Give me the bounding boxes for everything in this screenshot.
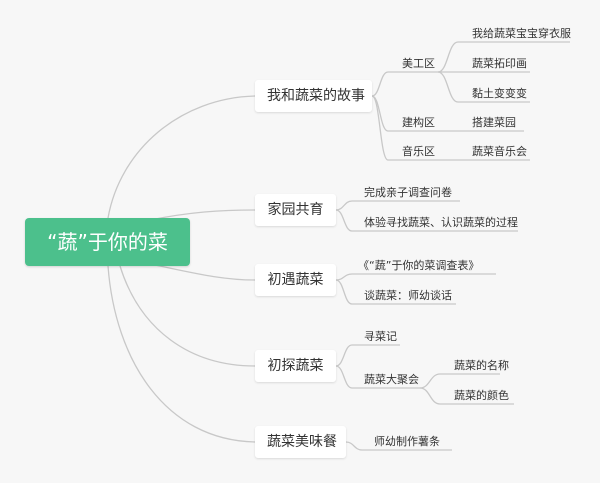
leaf-clay-change[interactable]: 黏土变变变 (472, 87, 527, 100)
link-sub4-item2 (419, 387, 514, 405)
link-b3-item2 (335, 279, 456, 305)
leaf-survey-form[interactable]: 《“蔬”于你的菜调查表》 (358, 259, 480, 272)
link-sub1-item3 (437, 71, 530, 103)
link-root-branch-4 (119, 265, 256, 367)
link-root-branch-3 (149, 263, 256, 281)
link-root-branch-5 (107, 265, 256, 443)
leaf-vegetable-colors[interactable]: 蔬菜的颜色 (454, 389, 509, 402)
link-b1-sub3 (371, 95, 438, 161)
link-b1-sub1 (371, 71, 438, 97)
leaf-vegetable-concert[interactable]: 蔬菜音乐会 (472, 145, 527, 158)
leaf-find-vegetables[interactable]: 体验寻找蔬菜、认识蔬菜的过程 (364, 216, 518, 229)
leaf-find-vegetable-story[interactable]: 寻菜记 (364, 330, 397, 343)
link-b4-item1 (335, 344, 400, 367)
link-sub1-item1 (437, 41, 570, 73)
leaf-build-garden[interactable]: 搭建菜园 (472, 116, 516, 129)
leaf-parent-survey[interactable]: 完成亲子调查问卷 (364, 186, 452, 199)
link-b5-item1 (345, 441, 452, 451)
branch-explore[interactable]: 初探蔬菜 (255, 350, 336, 382)
mindmap-root[interactable]: “蔬”于你的菜 (25, 218, 190, 266)
link-b2-item1 (335, 200, 460, 211)
sub-art-area[interactable]: 美工区 (402, 57, 435, 70)
sub-vegetable-party[interactable]: 蔬菜大聚会 (364, 373, 419, 386)
leaf-talk-vegetables[interactable]: 谈蔬菜：师幼谈话 (364, 289, 452, 302)
branch-home-school[interactable]: 家园共育 (255, 194, 336, 226)
leaf-vegetable-print[interactable]: 蔬菜拓印画 (472, 57, 527, 70)
link-root-branch-2 (149, 209, 256, 221)
branch-first-meet[interactable]: 初遇蔬菜 (255, 264, 336, 296)
sub-music-area[interactable]: 音乐区 (402, 145, 435, 158)
sub-construction-area[interactable]: 建构区 (402, 116, 435, 129)
leaf-vegetable-names[interactable]: 蔬菜的名称 (454, 359, 509, 372)
link-b3-item1 (335, 273, 496, 281)
branch-my-vegetable-story[interactable]: 我和蔬菜的故事 (255, 80, 372, 112)
link-b4-sub1 (335, 365, 420, 389)
link-root-branch-1 (107, 95, 256, 219)
link-b2-item2 (335, 209, 518, 232)
link-sub4-item1 (419, 373, 500, 389)
branch-vegetable-meal[interactable]: 蔬菜美味餐 (255, 426, 346, 458)
leaf-make-fries[interactable]: 师幼制作薯条 (374, 435, 440, 448)
leaf-dress-vegetables[interactable]: 我给蔬菜宝宝穿衣服 (472, 27, 571, 40)
